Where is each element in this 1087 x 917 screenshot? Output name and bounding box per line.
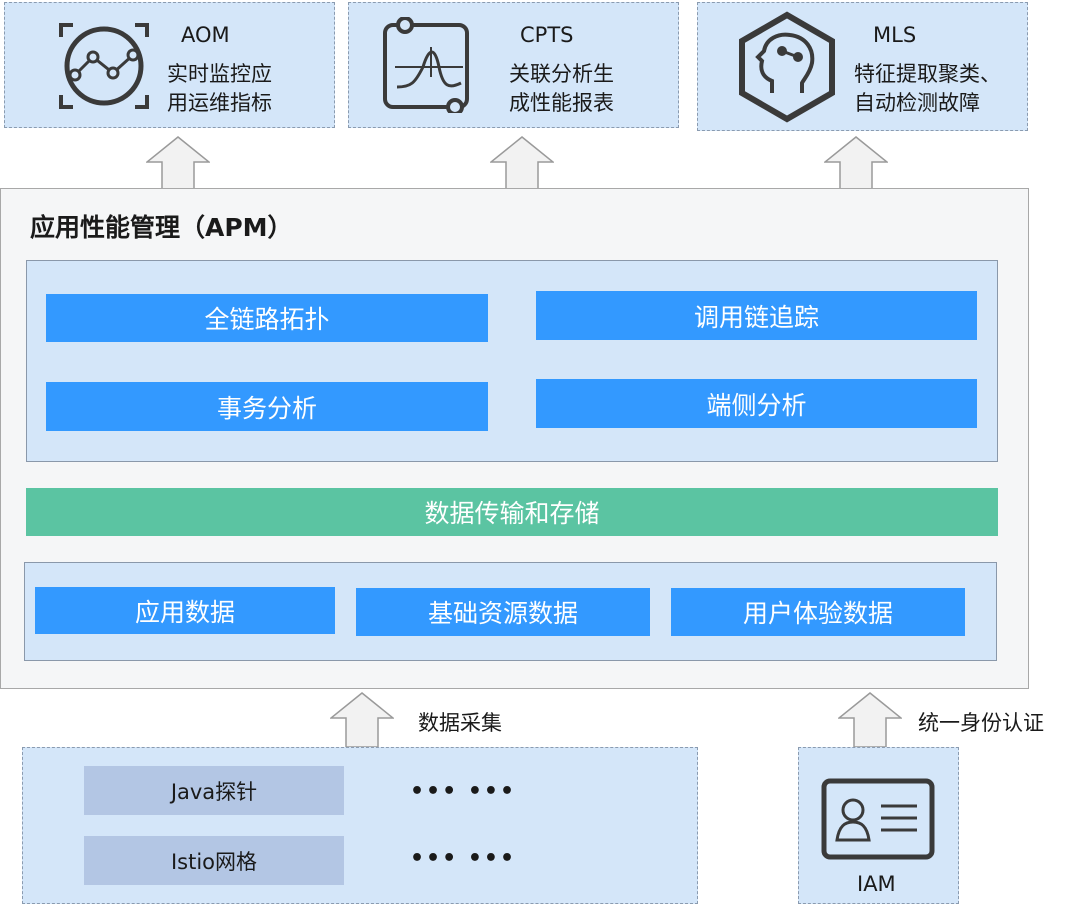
aom-name: AOM — [181, 23, 230, 47]
waveform-card-icon — [379, 16, 475, 117]
cpts-up-arrow-icon — [490, 136, 554, 190]
id-card-icon — [821, 778, 935, 864]
istio-mesh: Istio网格 — [84, 836, 344, 885]
brain-head-hexagon-icon — [732, 11, 842, 127]
cpts-box: CPTS 关联分析生 成性能报表 — [348, 2, 679, 128]
mls-description: 特征提取聚类、 自动检测故障 — [854, 62, 1001, 115]
mls-up-arrow-icon — [824, 136, 888, 190]
data-collection-label: 数据采集 — [418, 711, 502, 735]
data-transfer-storage-bar: 数据传输和存储 — [26, 488, 998, 536]
feature-call-chain-tracing: 调用链追踪 — [536, 291, 977, 340]
more-probes-ellipsis-2: ••• ••• — [410, 846, 517, 871]
aom-up-arrow-icon — [146, 136, 210, 190]
data-type-infrastructure: 基础资源数据 — [356, 588, 650, 636]
aom-box: AOM 实时监控应 用运维指标 — [4, 2, 335, 128]
cpts-name: CPTS — [520, 23, 574, 47]
aom-description: 实时监控应 用运维指标 — [167, 62, 272, 115]
mls-box: MLS 特征提取聚类、 自动检测故障 — [697, 2, 1028, 131]
feature-transaction-analysis: 事务分析 — [46, 382, 488, 431]
feature-full-topology: 全链路拓扑 — [46, 294, 488, 342]
line-chart-circle-icon — [51, 15, 157, 121]
feature-client-analysis: 端侧分析 — [536, 379, 977, 428]
more-probes-ellipsis: ••• ••• — [410, 779, 517, 804]
cpts-description: 关联分析生 成性能报表 — [509, 62, 614, 115]
java-probe: Java探针 — [84, 766, 344, 815]
mls-name: MLS — [873, 23, 917, 47]
data-type-user-experience: 用户体验数据 — [671, 588, 965, 636]
collect-up-arrow-icon — [330, 692, 394, 748]
auth-up-arrow-icon — [838, 692, 902, 748]
iam-name: IAM — [857, 872, 896, 896]
unified-auth-label: 统一身份认证 — [918, 711, 1044, 735]
apm-title: 应用性能管理（APM） — [30, 213, 293, 242]
iam-box: IAM — [798, 747, 959, 904]
data-type-application: 应用数据 — [35, 587, 335, 634]
